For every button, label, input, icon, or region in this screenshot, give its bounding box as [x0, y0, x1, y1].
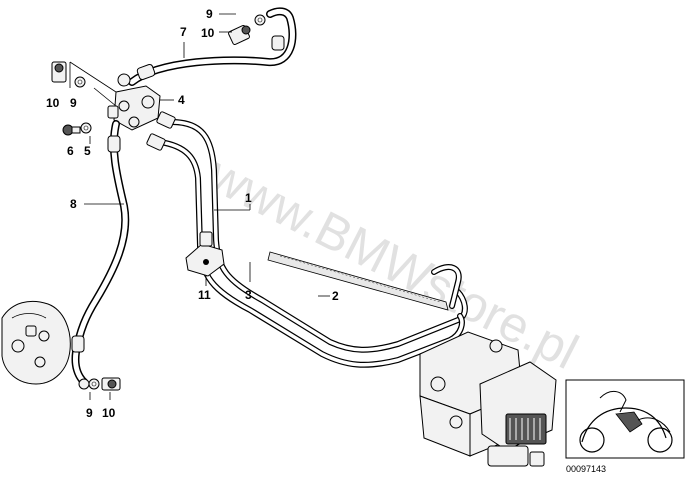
brake-pipe-3: [146, 133, 465, 368]
label-9-left: 9: [70, 96, 77, 110]
washer-9-bottom: [88, 378, 100, 390]
hollow-bolt-10-bottom: [101, 377, 121, 391]
washer-bottom-inner: [78, 378, 90, 390]
washer-9-top: [254, 14, 266, 26]
holder-clip-11: [185, 231, 225, 277]
protective-sleeve-2: [267, 251, 462, 311]
label-11: 11: [198, 288, 211, 302]
hollow-bolt-10-left: [51, 61, 67, 83]
label-9-top: 9: [206, 7, 213, 21]
reference-number: 00097143: [566, 464, 606, 474]
label-7: 7: [180, 25, 187, 39]
hollow-bolt-10-top: [228, 25, 251, 45]
brake-caliper: [1, 300, 71, 385]
leader-lines: [69, 13, 330, 400]
label-8: 8: [70, 197, 77, 211]
label-3: 3: [245, 288, 252, 302]
label-9-bottom: 9: [86, 406, 93, 420]
screw-6: [62, 124, 81, 136]
label-6: 6: [67, 144, 74, 158]
abs-unit: [419, 331, 557, 467]
brake-hose-8: [71, 120, 130, 386]
label-10-top: 10: [201, 26, 215, 40]
label-4: 4: [178, 93, 185, 107]
brake-hose-7: [128, 7, 297, 86]
label-1: 1: [245, 191, 252, 205]
washer-9-left: [74, 76, 86, 88]
label-2: 2: [332, 289, 339, 303]
label-10-left: 10: [46, 96, 60, 110]
label-10-bottom: 10: [102, 406, 116, 420]
label-5: 5: [84, 144, 91, 158]
washer-5: [80, 122, 92, 134]
motorcycle-inset: [565, 379, 685, 459]
